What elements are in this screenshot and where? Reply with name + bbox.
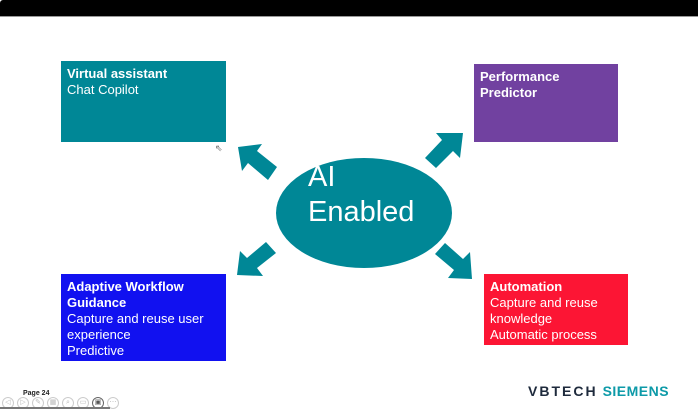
center-line1: AI: [308, 161, 336, 193]
ai-enabled-ellipse: [276, 158, 452, 268]
more-icon[interactable]: ⋯: [107, 397, 119, 409]
mouse-cursor-icon: ⇖: [215, 143, 223, 153]
box-line: Capture and reuse user experience: [67, 311, 204, 342]
box-line: Predictive: [67, 343, 125, 358]
arrow-down-right-icon: [435, 243, 472, 279]
ai-enabled-label: AI Enabled: [308, 160, 414, 230]
box-title: Performance Predictor: [480, 69, 560, 100]
page-label: Page 24: [23, 390, 50, 397]
box-line: Capture and reuse knowledge: [490, 295, 598, 326]
box-title: Automation: [490, 279, 563, 294]
top-bar: [0, 0, 698, 17]
automation-box: Automation Capture and reuse knowledge A…: [484, 274, 628, 345]
progress-bar: [0, 407, 110, 409]
box-line: Automatic process: [490, 327, 597, 342]
box-line: Chat Copilot: [67, 82, 139, 97]
center-line2: Enabled: [308, 196, 415, 228]
arrow-up-left-icon: [238, 144, 277, 180]
adaptive-workflow-box: Adaptive Workflow Guidance Capture and r…: [61, 274, 226, 361]
arrow-up-right-icon: [425, 133, 463, 168]
virtual-assistant-box: Virtual assistant Chat Copilot: [61, 61, 226, 142]
vbtech-logo: VBTECH: [528, 383, 598, 399]
arrow-down-left-icon: [237, 242, 276, 276]
box-title: Virtual assistant: [67, 66, 168, 81]
siemens-logo: SIEMENS: [602, 383, 670, 399]
box-title: Adaptive Workflow Guidance: [67, 279, 184, 310]
performance-predictor-box: Performance Predictor: [474, 64, 618, 142]
